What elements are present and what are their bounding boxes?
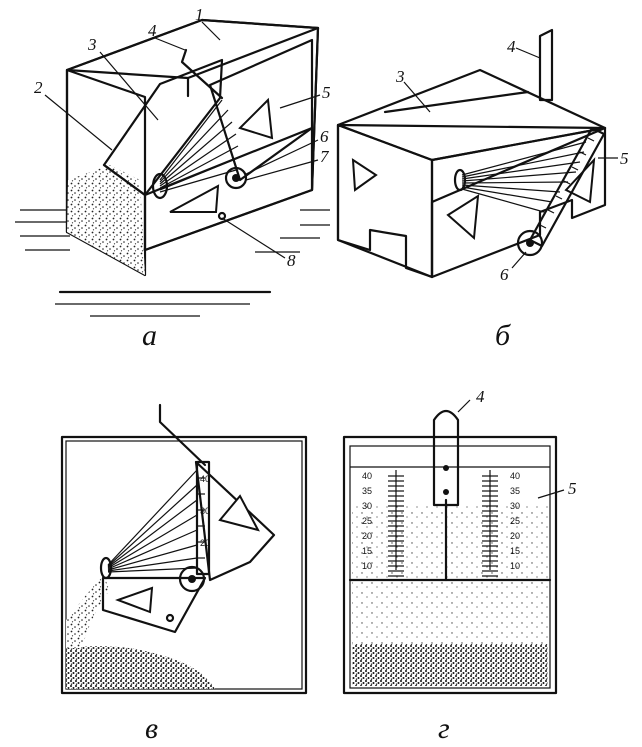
hook-arm-v — [158, 403, 207, 467]
scale-right-tick-label: 40 — [510, 471, 520, 481]
scale-v-40: 40 — [200, 474, 210, 484]
label-a-2: 2 — [34, 78, 43, 97]
scale-left-tick-label: 20 — [362, 531, 372, 541]
scale-ruler-b — [528, 126, 606, 248]
panel-b-figure: 3 4 5 6 б — [336, 28, 629, 352]
fan-filaments-v — [107, 469, 198, 573]
scale-v-30: 30 — [200, 506, 210, 516]
scale-right-tick-label: 25 — [510, 516, 520, 526]
scale-v-20: 20 — [200, 538, 210, 548]
scale-right-tick-label: 15 — [510, 546, 520, 556]
adjust-knob — [224, 166, 248, 190]
label-g-5: 5 — [568, 479, 577, 498]
sediment-g — [352, 644, 548, 686]
label-a-5: 5 — [322, 83, 331, 102]
caption-g: г — [438, 712, 450, 745]
label-b-3: 3 — [395, 67, 405, 86]
sand-spill — [67, 165, 145, 275]
scale-left-tick-label: 40 — [362, 471, 372, 481]
scale-left-tick-label: 15 — [362, 546, 372, 556]
label-b-5: 5 — [620, 149, 629, 168]
label-b-6: 6 — [500, 265, 509, 284]
label-a-1: 1 — [195, 5, 204, 24]
sand-layer-middle — [352, 582, 548, 644]
caption-a: а — [142, 319, 157, 352]
label-b-4: 4 — [507, 37, 516, 56]
sand-layer-upper — [352, 505, 548, 580]
scale-left-tick-label: 35 — [362, 486, 372, 496]
water-surface-lines — [15, 209, 330, 317]
label-g-4: 4 — [476, 387, 485, 406]
panel-a-figure: 1 2 3 4 5 6 7 8 а — [15, 5, 331, 352]
scale-right-tick-label: 30 — [510, 501, 520, 511]
panel-v-figure: 40 30 20 в — [60, 403, 308, 745]
scale-right-tick-label: 20 — [510, 531, 520, 541]
adjust-knob-v — [178, 565, 206, 593]
caption-b: б — [495, 319, 511, 352]
handle-g — [432, 409, 460, 507]
label-a-3: 3 — [87, 35, 97, 54]
label-a-4: 4 — [148, 21, 157, 40]
panel-g-figure: 40 35 30 25 20 15 10 40 35 30 25 20 15 10 4 5 г — [342, 387, 577, 745]
adjust-knob-b — [516, 229, 544, 257]
tank-outline-v — [60, 435, 308, 695]
caption-v: в — [145, 712, 158, 745]
tank-outline-g — [342, 435, 558, 695]
scale-right-tick-label: 10 — [510, 561, 520, 571]
sediment-v — [66, 646, 215, 689]
label-a-8: 8 — [287, 251, 296, 270]
label-a-6: 6 — [320, 127, 329, 146]
label-a-7: 7 — [320, 147, 330, 166]
scale-right-tick-label: 35 — [510, 486, 520, 496]
trough-body — [336, 68, 607, 279]
scale-left-tick-label: 30 — [362, 501, 372, 511]
fan-filaments-b — [461, 141, 587, 213]
scale-left-tick-label: 25 — [362, 516, 372, 526]
scale-left-tick-label: 10 — [362, 561, 372, 571]
handle-b — [538, 28, 554, 102]
hook-arm — [180, 48, 224, 100]
